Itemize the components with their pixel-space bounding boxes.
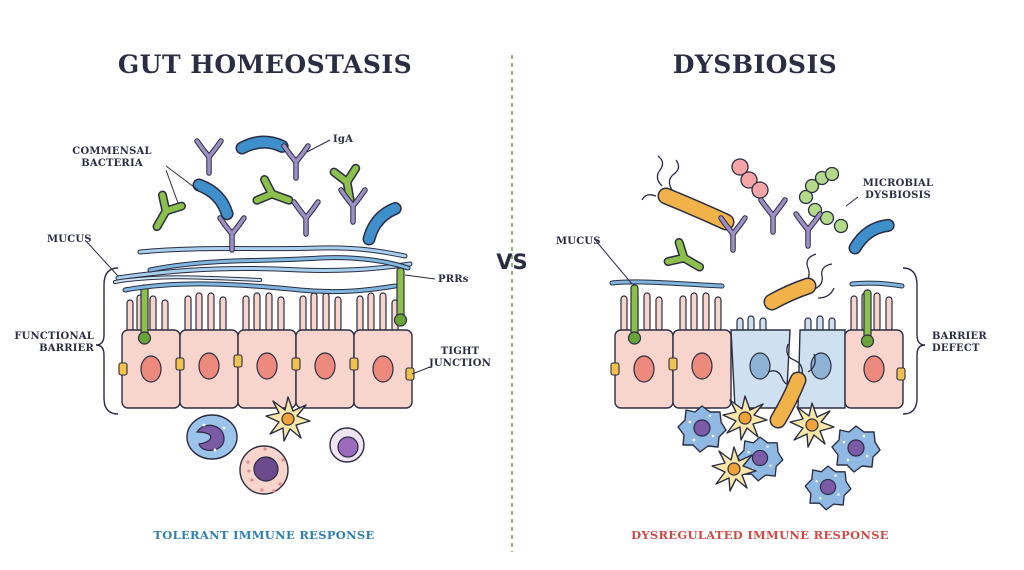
- dysregulated-response-caption: DYSREGULATED IMMUNE RESPONSE: [631, 528, 889, 542]
- left-mucus-label: MUCUS: [47, 234, 92, 245]
- barrier-defect-label: BARRIER DEFECT: [932, 331, 987, 354]
- right-leader-lines: [595, 196, 859, 285]
- right-prr-receptors: [627, 284, 875, 348]
- functional-barrier-label: FUNCTIONAL BARRIER: [14, 331, 94, 354]
- left-title: GUT HOMEOSTASIS: [117, 50, 413, 79]
- iga-label: IgA: [333, 134, 354, 145]
- left-leader-lines: [85, 139, 436, 375]
- functional-barrier-bracket: [95, 267, 119, 415]
- prrs-label: PRRs: [438, 274, 469, 285]
- vs-label: VS: [496, 250, 528, 274]
- right-bacteria: [641, 155, 888, 429]
- right-title: DYSBIOSIS: [672, 50, 838, 79]
- left-prr-receptors: [137, 267, 408, 345]
- right-mucus-layer: [609, 279, 905, 289]
- right-epithelium: [609, 267, 926, 415]
- commensal-bacteria-label: COMMENSAL BACTERIA: [72, 146, 152, 169]
- right-mucus-label: MUCUS: [556, 236, 601, 247]
- left-bacteria: [147, 139, 395, 250]
- barrier-defect-bracket: [902, 267, 926, 415]
- tolerant-response-caption: TOLERANT IMMUNE RESPONSE: [153, 528, 375, 542]
- left-immune-cells: [186, 396, 365, 495]
- left-mucus-layer: [113, 245, 413, 295]
- tight-junction-label: TIGHT JUNCTION: [428, 346, 492, 369]
- microbial-dysbiosis-label: MICROBIAL DYSBIOSIS: [862, 178, 934, 201]
- left-epithelium: [95, 245, 415, 415]
